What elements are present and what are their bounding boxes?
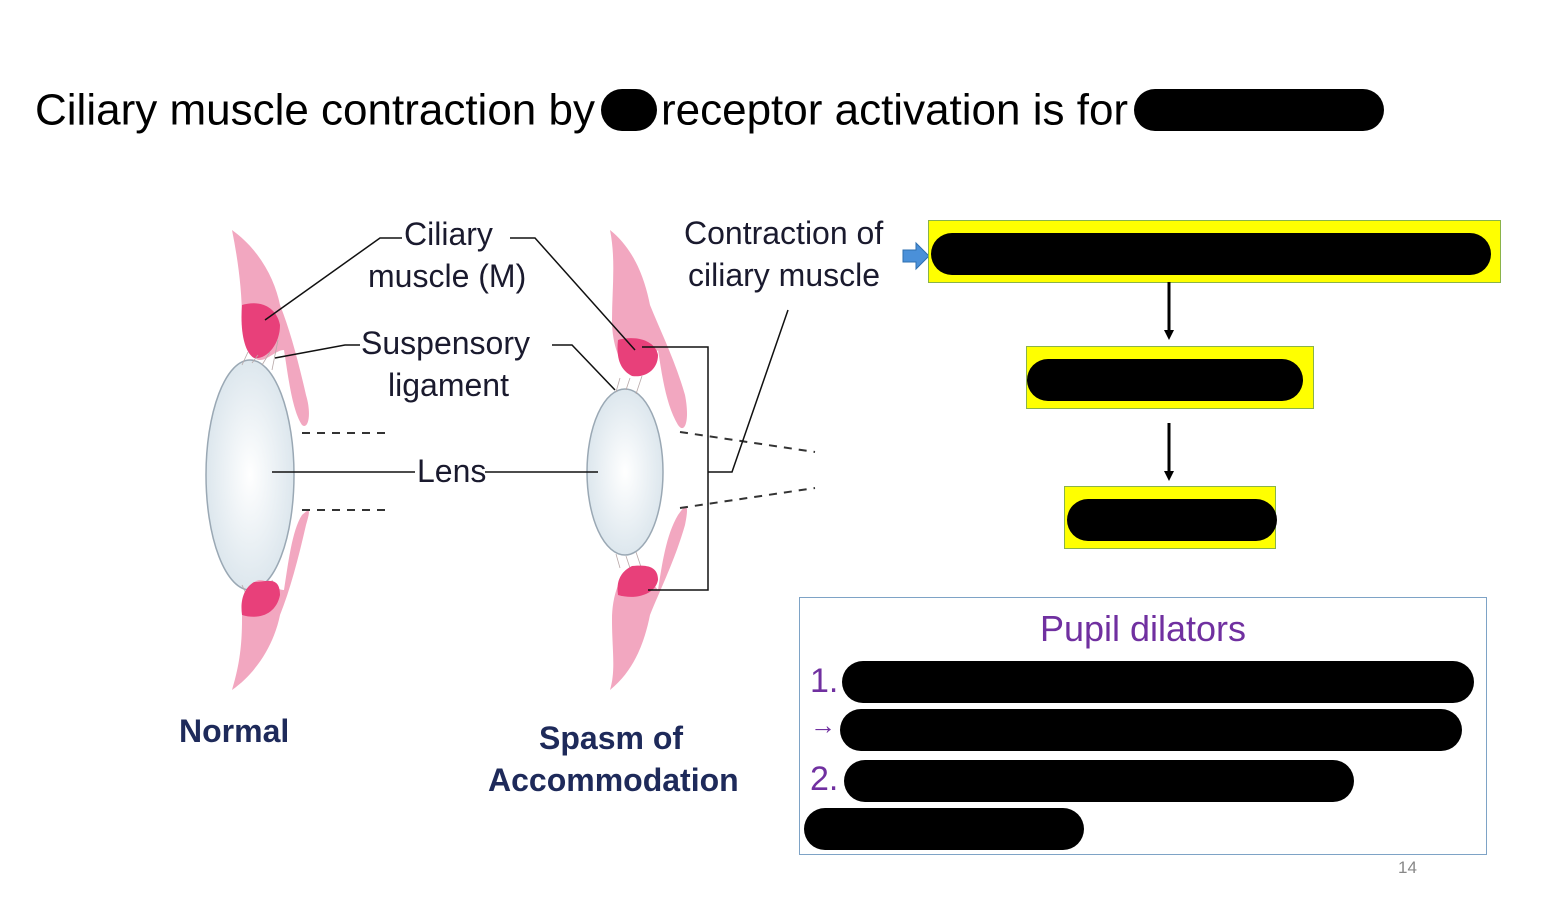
caption-spasm-of: Spasm of: [539, 720, 684, 756]
item-arrow: →: [810, 710, 836, 740]
item-1-number: 1.: [810, 662, 839, 700]
spasm-lower-ciliary-muscle: [617, 565, 658, 597]
title-text-part2: receptor activation is for: [660, 85, 1129, 135]
label-ciliary-muscle: ciliary muscle: [688, 257, 881, 293]
spasm-upper-ciliary-body: [610, 230, 688, 429]
spasm-ray-lower: [679, 487, 816, 509]
flow-box-3-redaction: [1067, 499, 1277, 541]
title-redaction-purpose: [1134, 89, 1385, 132]
flow-box-1: [928, 220, 1501, 283]
spasm-suspensory-ligament-upper: [615, 375, 643, 395]
flow-box-1-redaction: [931, 233, 1491, 275]
label-suspensory: Suspensory: [361, 325, 530, 361]
figure-leader-lines: [264, 237, 789, 591]
flow-box-2: [1026, 346, 1314, 409]
panel-title: Pupil dilators: [1039, 608, 1247, 649]
page-number: 14: [1398, 858, 1417, 877]
flow-box-2-redaction: [1027, 359, 1303, 401]
slide-title: Ciliary muscle contraction by receptor ac…: [35, 82, 1385, 136]
spasm-ray-upper: [679, 431, 816, 453]
caption-normal: Normal: [179, 713, 290, 749]
title-redaction-receptor: [600, 89, 657, 132]
flow-box-3: [1064, 486, 1277, 549]
label-ciliary: Ciliary: [404, 216, 493, 252]
down-arrow-icon-2: [1164, 423, 1174, 481]
label-lens: Lens: [417, 453, 487, 489]
item-arrow-redaction: [840, 709, 1462, 751]
label-contraction-of: Contraction of: [684, 215, 884, 251]
label-muscle-m: muscle (M): [368, 258, 527, 294]
item-2-continuation-redaction: [804, 808, 1084, 850]
ciliary-muscle-figure: [205, 230, 816, 690]
spasm-lower-ciliary-body: [610, 506, 688, 690]
normal-lens: [205, 359, 295, 591]
spasm-lens: [586, 388, 664, 556]
item-2-number: 2.: [810, 760, 839, 798]
pointer-arrow-icon: [902, 241, 930, 271]
pupil-dilators-panel: Pupil dilators 1. → 2.: [799, 597, 1487, 855]
normal-lower-ciliary-muscle: [241, 580, 280, 617]
item-1-redaction: [842, 661, 1474, 703]
down-arrow-icon-1: [1164, 282, 1174, 340]
title-text-part1: Ciliary muscle contraction by: [35, 85, 595, 135]
normal-suspensory-ligament-upper: [241, 339, 279, 371]
item-2-redaction: [844, 760, 1354, 802]
caption-accommodation: Accommodation: [488, 762, 739, 798]
label-ligament: ligament: [388, 367, 509, 403]
